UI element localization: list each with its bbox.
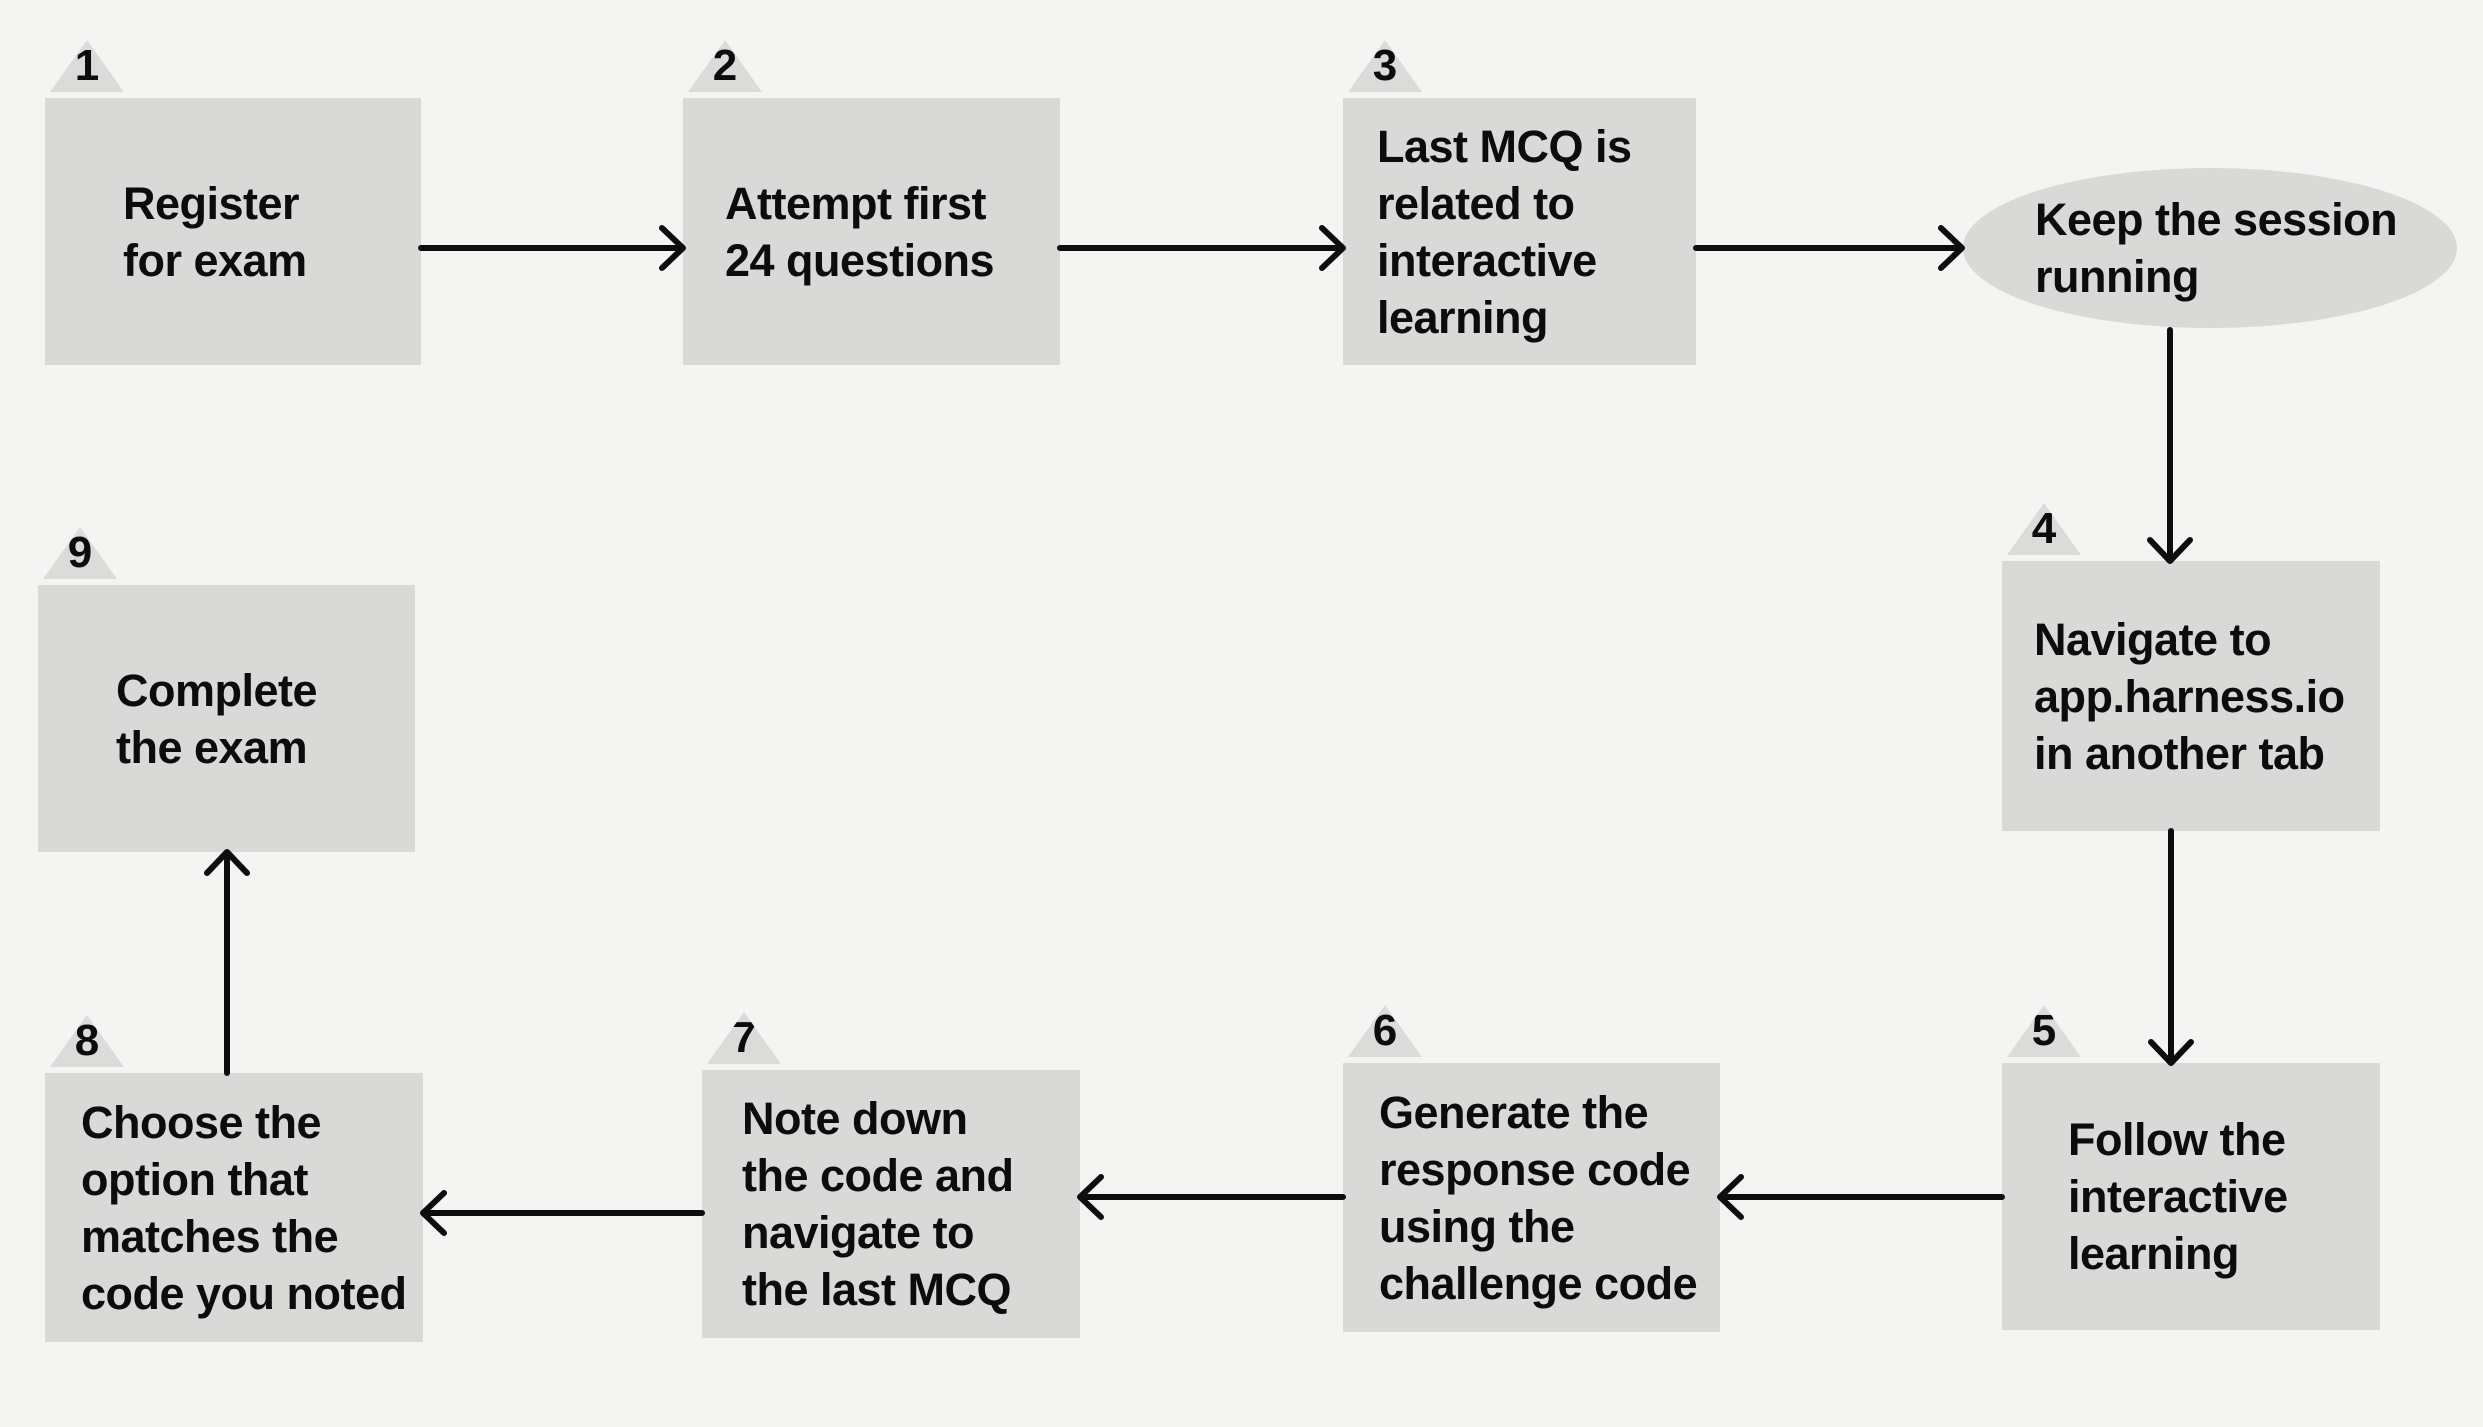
step-2-badge: 2 (688, 40, 762, 92)
step-6-box: 6 Generate the response code using the c… (1343, 1005, 1720, 1332)
keep-session-label: Keep the session running (2035, 194, 2398, 302)
step-8-box: 8 Choose the option that matches the cod… (45, 1015, 423, 1342)
step-7-badge: 7 (707, 1012, 781, 1064)
keep-session-ellipse: Keep the session running (1963, 168, 2457, 328)
step-9-number: 9 (67, 528, 93, 577)
step-5-badge: 5 (2007, 1005, 2081, 1057)
step-5-number: 5 (2031, 1006, 2057, 1055)
step-3-box: 3 Last MCQ is related to interactive lea… (1343, 40, 1696, 365)
step-7-box: 7 Note down the code and navigate to the… (702, 1012, 1080, 1338)
step-6-badge: 6 (1348, 1005, 1422, 1057)
arrow-step6-to-step7 (1077, 1174, 1346, 1220)
step-4-badge: 4 (2007, 503, 2081, 555)
step-1-box: 1 Register for exam (45, 40, 421, 365)
step-3-number: 3 (1372, 41, 1398, 90)
step-3-badge: 3 (1348, 40, 1422, 92)
step-7-number: 7 (731, 1013, 757, 1062)
arrow-step2-to-step3 (1057, 225, 1346, 271)
step-3-label: Last MCQ is related to interactive learn… (1377, 120, 1632, 343)
step-7-label: Note down the code and navigate to the l… (742, 1093, 1014, 1315)
step-4-box: 4 Navigate to app.harness.io in another … (2002, 503, 2380, 831)
step-6-label: Generate the response code using the cha… (1379, 1086, 1698, 1309)
step-9-box: 9 Complete the exam (38, 527, 415, 852)
step-2-number: 2 (712, 41, 738, 90)
arrow-ellipse-to-step4 (2147, 327, 2193, 564)
step-6-number: 6 (1372, 1006, 1398, 1055)
step-8-label: Choose the option that matches the code … (81, 1096, 407, 1319)
arrow-step3-to-ellipse (1693, 225, 1965, 271)
step-8-number: 8 (74, 1016, 100, 1065)
step-9-label: Complete the exam (116, 664, 318, 773)
step-9-badge: 9 (43, 527, 117, 579)
step-1-number: 1 (74, 41, 100, 90)
step-4-number: 4 (2031, 504, 2057, 553)
step-1-label: Register for exam (123, 177, 307, 286)
arrow-step4-to-step5 (2148, 828, 2194, 1066)
arrow-step8-to-step9 (204, 849, 250, 1076)
arrow-step7-to-step8 (420, 1190, 705, 1236)
arrow-step1-to-step2 (418, 225, 686, 271)
step-2-label: Attempt first 24 questions (725, 177, 995, 286)
step-2-box: 2 Attempt first 24 questions (683, 40, 1060, 365)
step-5-label: Follow the interactive learning (2068, 1114, 2288, 1279)
step-1-badge: 1 (50, 40, 124, 92)
step-5-box: 5 Follow the interactive learning (2002, 1005, 2380, 1330)
step-4-label: Navigate to app.harness.io in another ta… (2034, 613, 2345, 779)
arrow-step5-to-step6 (1717, 1174, 2005, 1220)
step-8-badge: 8 (50, 1015, 124, 1067)
